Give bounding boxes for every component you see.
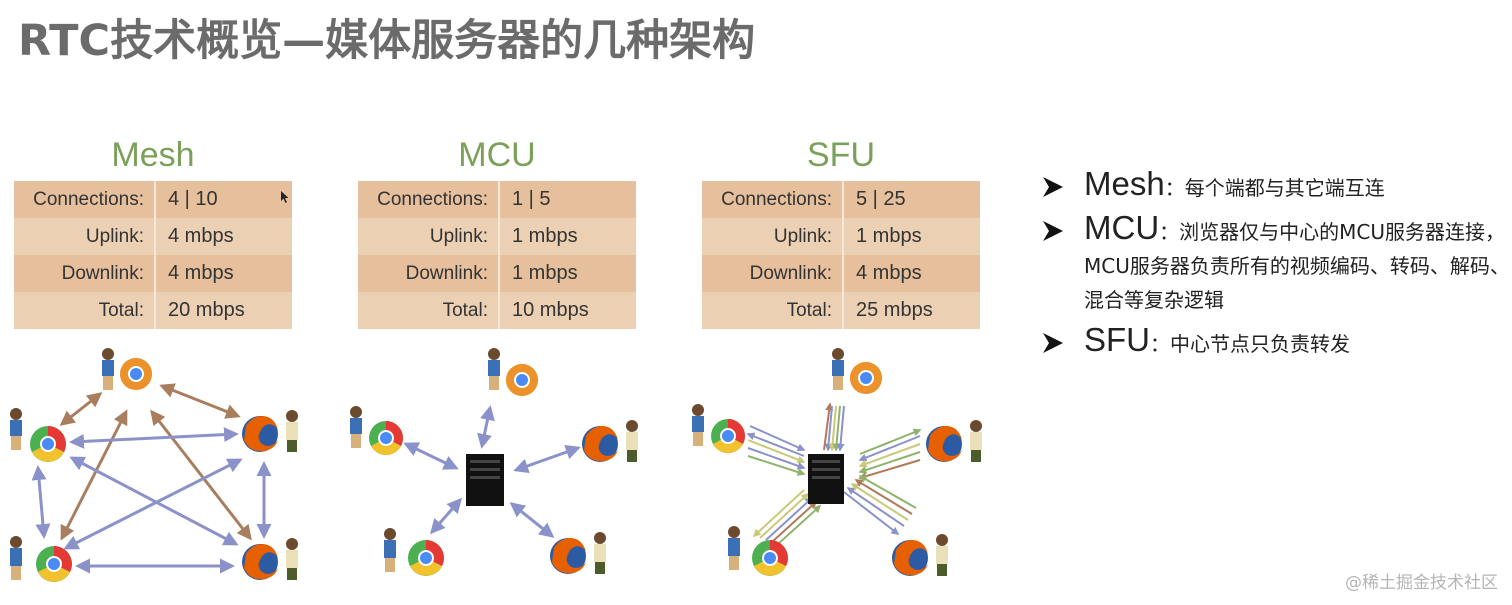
stats-row: Connections: 1 | 5 bbox=[358, 181, 636, 218]
stats-row: Uplink: 1 mbps bbox=[358, 218, 636, 255]
stats-table-mcu: Connections: 1 | 5 Uplink: 1 mbps Downlink… bbox=[358, 181, 636, 329]
user-chrome-node bbox=[384, 528, 444, 576]
bullet-list: Mesh：每个端都与其它端互连 MCU：浏览器仅与中心的MCU服务器连接，MCU… bbox=[1040, 165, 1510, 368]
stats-table-sfu: Connections: 5 | 25 Uplink: 1 mbps Downlin… bbox=[702, 181, 980, 329]
stats-value: 25 mbps bbox=[856, 299, 933, 321]
arch-name-mesh: Mesh bbox=[111, 136, 195, 174]
stats-label: Total: bbox=[786, 299, 832, 321]
stats-value: 4 mbps bbox=[168, 225, 234, 247]
stats-row: Uplink: 1 mbps bbox=[702, 218, 980, 255]
stats-value: 20 mbps bbox=[168, 299, 245, 321]
stats-row: Uplink: 4 mbps bbox=[14, 218, 292, 255]
server-icon bbox=[808, 454, 844, 504]
mouse-cursor-icon bbox=[281, 191, 289, 203]
server-icon bbox=[466, 454, 504, 506]
user-firefox-node bbox=[242, 538, 298, 580]
stats-value: 4 | 10 bbox=[168, 188, 218, 210]
stats-label: Connections: bbox=[721, 188, 832, 210]
stats-value: 1 mbps bbox=[856, 225, 922, 247]
bullet-title: Mesh bbox=[1084, 165, 1165, 202]
arch-name-sfu: SFU bbox=[807, 136, 875, 174]
sfu-diagram bbox=[692, 348, 982, 576]
bullet-desc: 每个端都与其它端互连 bbox=[1184, 176, 1385, 200]
stats-label: Total: bbox=[442, 299, 488, 321]
stats-label: Downlink: bbox=[61, 262, 144, 284]
stats-row: Downlink: 4 mbps bbox=[702, 255, 980, 292]
watermark: @稀土掘金技术社区 bbox=[1345, 573, 1498, 593]
mcu-diagram bbox=[350, 348, 638, 576]
bullet-item-mesh: Mesh：每个端都与其它端互连 bbox=[1040, 165, 1510, 206]
slide-title: RTC技术概览—媒体服务器的几种架构 bbox=[18, 16, 756, 66]
stats-value: 1 mbps bbox=[512, 225, 578, 247]
stats-value: 10 mbps bbox=[512, 299, 589, 321]
arrow-bullet-icon bbox=[1043, 333, 1063, 353]
user-chrome-node bbox=[10, 408, 66, 462]
user-firefox-node bbox=[582, 420, 638, 462]
stats-row: Total: 20 mbps bbox=[14, 292, 292, 329]
bullet-title: SFU bbox=[1084, 321, 1150, 358]
stats-row: Connections: 5 | 25 bbox=[702, 181, 980, 218]
arrow-bullet-icon bbox=[1043, 221, 1063, 241]
arch-name-mcu: MCU bbox=[458, 136, 536, 174]
user-chrome-node bbox=[728, 526, 788, 576]
stats-value: 1 | 5 bbox=[512, 188, 551, 210]
stats-label: Total: bbox=[98, 299, 144, 321]
stats-value: 4 mbps bbox=[168, 262, 234, 284]
stats-label: Downlink: bbox=[405, 262, 488, 284]
stats-row: Total: 10 mbps bbox=[358, 292, 636, 329]
arrow-bullet-icon bbox=[1043, 177, 1063, 197]
stats-row: Total: 25 mbps bbox=[702, 292, 980, 329]
stats-label: Uplink: bbox=[85, 225, 144, 247]
bullet-title: MCU bbox=[1084, 209, 1160, 246]
stats-value: 4 mbps bbox=[856, 262, 922, 284]
stats-row: Downlink: 1 mbps bbox=[358, 255, 636, 292]
bullet-colon: ： bbox=[1150, 332, 1170, 356]
user-chrome-node bbox=[102, 348, 152, 390]
stats-label: Connections: bbox=[377, 188, 488, 210]
bullet-colon: ： bbox=[1164, 176, 1185, 200]
user-chrome-node bbox=[10, 536, 72, 582]
stats-label: Downlink: bbox=[749, 262, 832, 284]
stats-value: 1 mbps bbox=[512, 262, 578, 284]
bullet-item-sfu: SFU：中心节点只负责转发 bbox=[1040, 321, 1510, 362]
user-firefox-node bbox=[892, 534, 948, 576]
bullet-desc: 浏览器仅与中心的MCU服务器连接，MCU服务器负责所有的视频编码、转码、解码、混… bbox=[1084, 220, 1510, 312]
user-firefox-node bbox=[242, 410, 298, 452]
bullet-desc: 中心节点只负责转发 bbox=[1170, 332, 1350, 356]
bullet-item-mcu: MCU：浏览器仅与中心的MCU服务器连接，MCU服务器负责所有的视频编码、转码、… bbox=[1040, 209, 1510, 318]
stats-value: 5 | 25 bbox=[856, 188, 906, 210]
bullet-colon: ： bbox=[1159, 220, 1180, 244]
mesh-diagram bbox=[10, 348, 298, 582]
stats-table-mesh: Connections: 4 | 10 Uplink: 4 mbps Downlin… bbox=[14, 181, 292, 329]
user-firefox-node bbox=[926, 420, 982, 462]
stats-label: Connections: bbox=[33, 188, 144, 210]
stats-label: Uplink: bbox=[773, 225, 832, 247]
user-chrome-node bbox=[692, 404, 745, 453]
stats-row: Downlink: 4 mbps bbox=[14, 255, 292, 292]
user-firefox-node bbox=[550, 532, 606, 574]
user-chrome-node bbox=[832, 348, 882, 394]
user-chrome-node bbox=[350, 406, 403, 455]
stats-row: Connections: 4 | 10 bbox=[14, 181, 292, 218]
stats-label: Uplink: bbox=[429, 225, 488, 247]
user-chrome-node bbox=[488, 348, 538, 396]
